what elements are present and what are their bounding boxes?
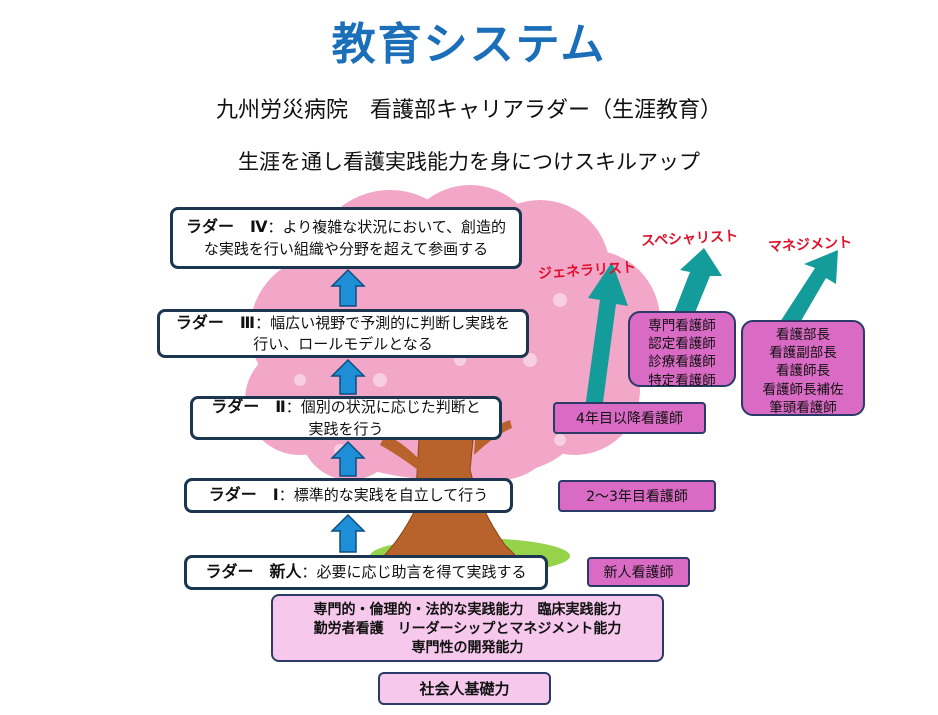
ladder-iii-text-1: ：幅広い視野で予測的に判断し実践を — [255, 313, 511, 332]
ladder-i-text: ：標準的な実践を自立して行う — [278, 486, 489, 505]
tree-branch — [380, 435, 420, 470]
ladder-i-level: ラダー Ⅰ — [208, 485, 279, 505]
ladder-new-text: ：必要に応じ助言を得て実践する — [301, 563, 527, 582]
ladder-arrow — [330, 513, 366, 553]
page-title: 教育システム — [331, 19, 607, 70]
ladder-ii-box: ラダー Ⅱ：個別の状況に応じた判断と 実践を行う — [190, 396, 502, 440]
ladder-arrow — [330, 268, 366, 307]
management-roles-box: 看護部長 看護副部長 看護師長 看護師長補佐 筆頭看護師 — [741, 320, 865, 416]
foundation-line: 勤労者看護 リーダーシップとマネジメント能力 — [313, 620, 622, 637]
page-tagline: 生涯を通し看護実践能力を身につけスキルアップ — [238, 150, 700, 174]
year-2-3-box: 2～3年目看護師 — [558, 480, 716, 512]
generalist-arrow — [585, 262, 628, 410]
ladder-arrow — [330, 440, 366, 477]
management-role: 筆頭看護師 — [769, 399, 837, 416]
specialist-roles-box: 専門看護師 認定看護師 診療看護師 特定看護師 — [628, 311, 736, 389]
ladder-ii-level: ラダー Ⅱ — [211, 397, 286, 417]
basic-skills-box: 社会人基礎力 — [378, 672, 551, 705]
ladder-iii-level: ラダー Ⅲ — [175, 312, 256, 332]
ladder-i-box: ラダー Ⅰ：標準的な実践を自立して行う — [184, 478, 513, 513]
specialist-role: 診療看護師 — [648, 354, 716, 371]
ladder-new-level: ラダー 新人 — [205, 562, 302, 582]
specialist-role: 専門看護師 — [648, 318, 716, 334]
ladder-iv-text-2: な実践を行い組織や分野を超えて参画する — [203, 239, 489, 258]
foundation-line: 専門的・倫理的・法的な実践能力 臨床実践能力 — [313, 602, 622, 618]
foundation-box: 専門的・倫理的・法的な実践能力 臨床実践能力 勤労者看護 リーダーシップとマネジ… — [271, 594, 664, 662]
foundation-line: 専門性の開発能力 — [411, 639, 524, 656]
page-subtitle: 九州労災病院 看護部キャリアラダー（生涯教育） — [215, 98, 722, 123]
ladder-iii-text-2: 行い、ロールモデルとなる — [253, 335, 433, 354]
ladder-ii-text-2: 実践を行う — [308, 419, 384, 438]
specialist-role: 特定看護師 — [648, 372, 716, 389]
management-role: 看護師長補佐 — [762, 381, 844, 398]
management-arrow — [780, 250, 838, 326]
ladder-new-box: ラダー 新人：必要に応じ助言を得て実践する — [184, 555, 548, 590]
specialist-arrow — [672, 248, 722, 320]
management-role: 看護副部長 — [769, 345, 837, 362]
year-new-box: 新人看護師 — [587, 557, 690, 587]
management-role: 看護師長 — [776, 363, 830, 380]
management-role: 看護部長 — [776, 327, 830, 343]
year-4-plus-box: 4年目以降看護師 — [553, 402, 706, 434]
ladder-iv-level: ラダー Ⅳ — [185, 217, 268, 237]
ladder-ii-text-1: ：個別の状況に応じた判断と — [285, 398, 481, 417]
specialist-role: 認定看護師 — [648, 336, 716, 353]
ladder-iv-text-1: ：より複雑な状況において、創造的 — [267, 218, 507, 237]
ladder-arrow — [330, 358, 366, 395]
ladder-iv-box: ラダー Ⅳ：より複雑な状況において、創造的 な実践を行い組織や分野を超えて参画す… — [170, 207, 522, 269]
ladder-iii-box: ラダー Ⅲ：幅広い視野で予測的に判断し実践を 行い、ロールモデルとなる — [157, 309, 529, 358]
